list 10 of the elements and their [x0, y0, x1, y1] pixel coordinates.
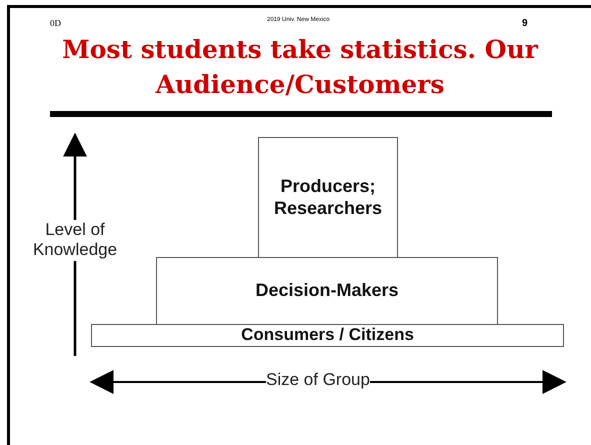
- tier-bar: [91, 324, 564, 347]
- tier-label: Decision-Makers: [255, 280, 399, 302]
- tier-label: Consumers / Citizens: [241, 325, 414, 346]
- tier-label: Producers; Researchers: [272, 176, 384, 220]
- tier-box: [156, 257, 498, 325]
- axis-label: Size of Group: [266, 370, 370, 390]
- slide-title: Most students take statistics. Our Audience/Customers: [61, 34, 540, 101]
- slide-code: 0D: [50, 18, 61, 28]
- tier-box: [258, 137, 398, 258]
- slide-number: 9: [522, 18, 528, 29]
